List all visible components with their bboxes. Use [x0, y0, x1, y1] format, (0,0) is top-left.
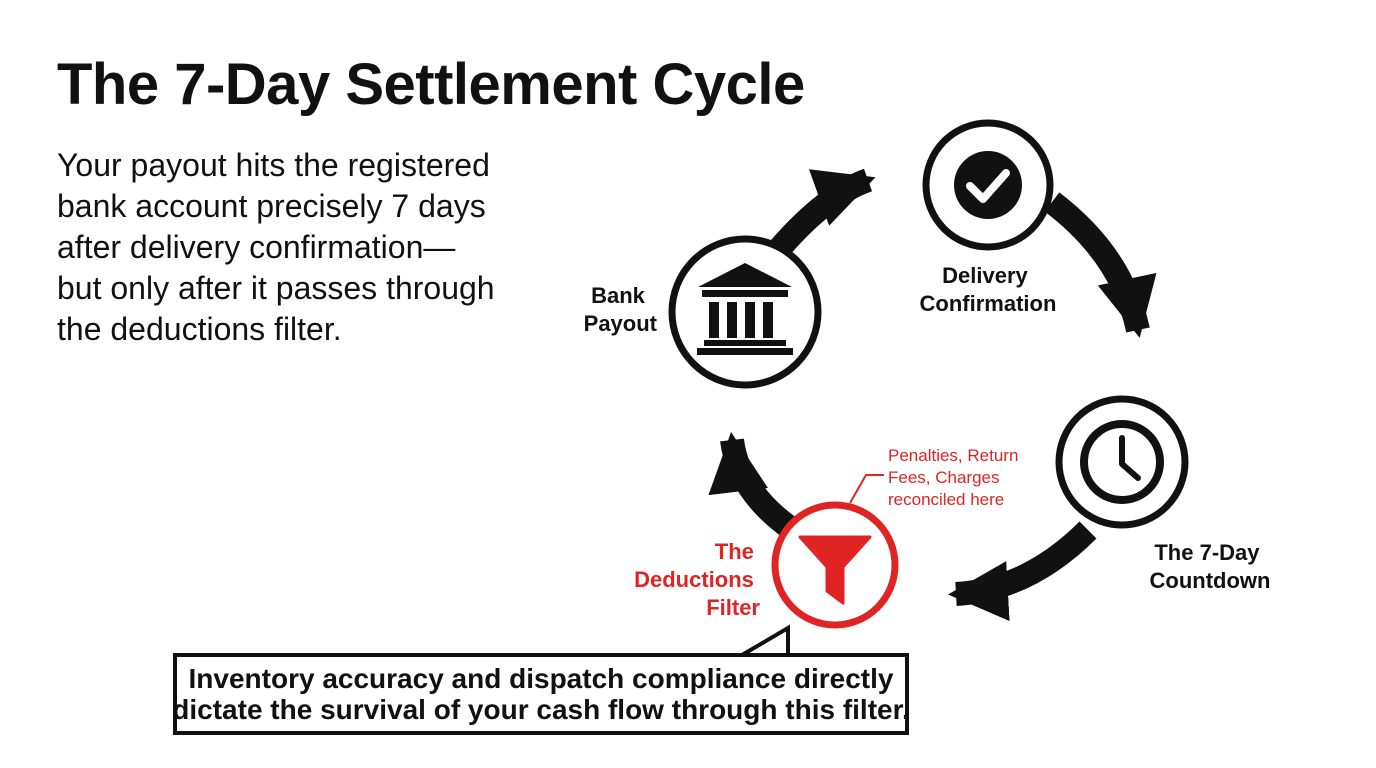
svg-text:Penalties, Return Fees, Ch: Penalties, Return Fees, Charges reconcil… [888, 446, 1023, 509]
delivery-node: Delivery Confirmation [920, 119, 1057, 316]
intro-line: after delivery confirmation— [57, 229, 456, 265]
filter-note-leader [849, 474, 884, 504]
filter-note-line: Penalties, Return [888, 446, 1018, 465]
bank-icon [697, 263, 793, 355]
filter-label-line: Filter [706, 595, 760, 620]
callout-line: Inventory accuracy and dispatch complian… [188, 663, 894, 694]
delivery-label-line: Delivery [942, 263, 1028, 288]
intro-paragraph: Your payout hits the registered bank acc… [57, 145, 557, 350]
filter-label-line: The [715, 539, 754, 564]
bank-label-line: Bank [591, 283, 646, 308]
intro-line: Your payout hits the registered [57, 147, 490, 183]
delivery-label-line: Confirmation [920, 291, 1057, 316]
intro-line: but only after it passes through [57, 270, 495, 306]
bank-label-line: Payout [584, 311, 658, 336]
callout-line: dictate the survival of your cash flow t… [172, 694, 910, 725]
intro-line: the deductions filter. [57, 311, 342, 347]
filter-label-line: Deductions [634, 567, 754, 592]
svg-text:Delivery Confirmation: Delivery Confirmation [920, 263, 1057, 316]
countdown-label-line: The 7-Day [1154, 540, 1260, 565]
arrow-countdown-to-filter [948, 521, 1097, 622]
page-title: The 7-Day Settlement Cycle [57, 52, 805, 117]
callout-pointer [740, 624, 790, 657]
intro-line: bank account precisely 7 days [57, 188, 486, 224]
callout-box: Inventory accuracy and dispatch complian… [172, 653, 910, 735]
funnel-icon [798, 535, 872, 605]
countdown-node: The 7-Day Countdown [1055, 395, 1271, 593]
bank-node: Bank Payout [584, 235, 822, 389]
clock-icon [1080, 420, 1164, 504]
arrow-delivery-to-countdown [1044, 192, 1157, 338]
filter-node: The Deductions Filter [634, 501, 899, 629]
svg-text:The 7-Day Countdown: The 7-Day Countdown [1150, 540, 1271, 593]
filter-note-line: Fees, Charges [888, 468, 1000, 487]
check-circle-icon [954, 151, 1022, 219]
filter-note-line: reconciled here [888, 490, 1004, 509]
svg-text:The Deductions Fil: The Deductions Filter [634, 539, 760, 620]
arrow-filter-to-bank [708, 432, 798, 538]
svg-text:Bank Payout: Bank Payout [584, 283, 658, 336]
arrow-bank-to-delivery [770, 168, 876, 256]
countdown-label-line: Countdown [1150, 568, 1271, 593]
